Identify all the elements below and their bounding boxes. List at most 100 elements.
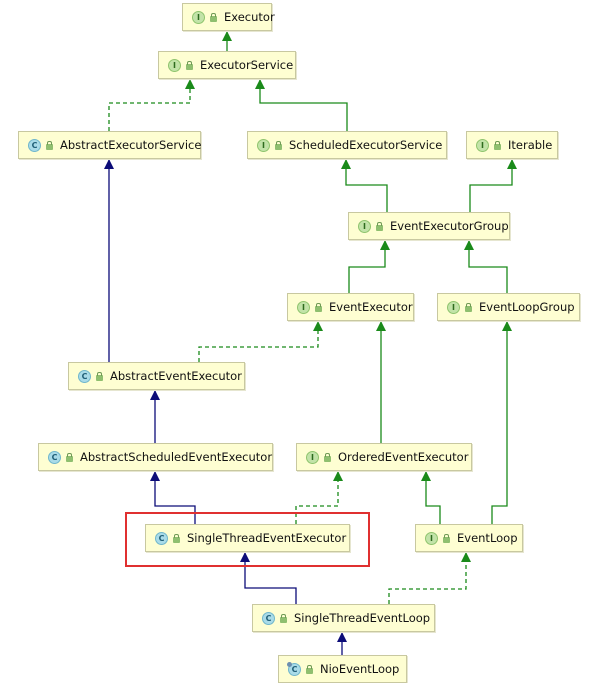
- lock-icon: [172, 533, 181, 543]
- edge-line: [425, 471, 441, 524]
- edge-single-thread-event-executor-to-ordered-event-executor: [295, 471, 343, 524]
- node-executor-service[interactable]: I ExecutorService: [158, 51, 296, 79]
- arrowhead-icon: [341, 159, 351, 169]
- lock-icon: [375, 221, 384, 231]
- lock-icon: [185, 60, 194, 70]
- class-icon: C: [48, 450, 61, 464]
- interface-icon: I: [168, 58, 181, 72]
- lock-icon: [493, 140, 502, 150]
- class-icon: C: [287, 661, 301, 676]
- edge-single-thread-event-loop-to-single-thread-event-executor: [240, 552, 297, 604]
- lock-icon: [442, 533, 451, 543]
- lock-icon: [323, 452, 332, 462]
- arrowhead-icon: [464, 240, 474, 250]
- arrowhead-icon: [150, 390, 160, 400]
- arrowhead-icon: [333, 471, 343, 481]
- lock-icon: [274, 140, 283, 150]
- interface-icon: I: [306, 450, 319, 464]
- edge-single-thread-event-executor-to-abstract-scheduled-event-executor: [150, 471, 196, 524]
- lock-icon: [279, 613, 288, 623]
- node-label: OrderedEventExecutor: [338, 450, 469, 464]
- interface-icon: I: [192, 10, 205, 24]
- interface-icon: I: [358, 219, 371, 233]
- node-single-thread-event-loop[interactable]: C SingleThreadEventLoop: [252, 604, 435, 632]
- node-label: SingleThreadEventLoop: [294, 611, 431, 625]
- edge-line: [198, 321, 319, 362]
- edge-line: [348, 240, 386, 293]
- lock-icon: [45, 140, 54, 150]
- edge-line: [491, 321, 508, 524]
- edge-scheduled-executor-service-to-executor-service: [255, 79, 348, 131]
- edge-abstract-scheduled-event-executor-to-abstract-event-executor: [150, 390, 160, 443]
- arrowhead-icon: [507, 159, 517, 169]
- lock-icon: [209, 12, 218, 22]
- node-abstract-scheduled-event-executor[interactable]: C AbstractScheduledEventExecutor: [38, 443, 273, 471]
- edge-line: [469, 159, 513, 212]
- node-abstract-executor-service[interactable]: C AbstractExecutorService: [18, 131, 201, 159]
- arrowhead-icon: [337, 632, 347, 642]
- edge-abstract-event-executor-to-event-executor: [198, 321, 323, 362]
- arrowhead-icon: [150, 471, 160, 481]
- interface-icon: I: [425, 531, 438, 545]
- class-icon: C: [78, 369, 91, 383]
- node-event-loop[interactable]: I EventLoop: [415, 524, 523, 552]
- node-scheduled-executor-service[interactable]: I ScheduledExecutorService: [247, 131, 447, 159]
- interface-icon: I: [257, 138, 270, 152]
- node-label: AbstractExecutorService: [60, 138, 202, 152]
- edge-line: [345, 159, 388, 212]
- node-single-thread-event-executor[interactable]: C SingleThreadEventExecutor: [145, 524, 350, 552]
- lock-icon: [305, 664, 314, 674]
- node-label: AbstractEventExecutor: [110, 369, 242, 383]
- lock-icon: [464, 302, 473, 312]
- edge-line: [468, 240, 508, 293]
- node-iterable[interactable]: I Iterable: [466, 131, 558, 159]
- edge-event-executor-group-to-scheduled-executor-service: [341, 159, 388, 212]
- node-nio-event-loop[interactable]: C NioEventLoop: [278, 655, 407, 683]
- lock-icon: [95, 371, 104, 381]
- node-event-executor-group[interactable]: I EventExecutorGroup: [348, 212, 510, 240]
- node-ordered-event-executor[interactable]: I OrderedEventExecutor: [296, 443, 472, 471]
- arrowhead-icon: [185, 79, 195, 89]
- edge-abstract-executor-service-to-executor-service: [108, 79, 195, 131]
- edge-line: [154, 471, 196, 524]
- highlight-box: [125, 512, 370, 567]
- interface-icon: I: [297, 300, 310, 314]
- edge-line: [244, 552, 297, 604]
- node-label: Executor: [224, 10, 275, 24]
- arrowhead-icon: [376, 321, 386, 331]
- node-event-loop-group[interactable]: I EventLoopGroup: [437, 293, 580, 321]
- edge-executor-service-to-executor: [222, 31, 232, 51]
- node-event-executor[interactable]: I EventExecutor: [287, 293, 414, 321]
- edge-single-thread-event-loop-to-event-loop: [388, 552, 471, 604]
- node-executor[interactable]: I Executor: [182, 3, 275, 31]
- arrowhead-icon: [421, 471, 431, 481]
- arrowhead-icon: [502, 321, 512, 331]
- node-label: EventExecutor: [329, 300, 413, 314]
- edge-event-executor-group-to-iterable: [469, 159, 517, 212]
- node-label: NioEventLoop: [320, 662, 400, 676]
- edge-event-executor-to-event-executor-group: [348, 240, 390, 293]
- arrowhead-icon: [255, 79, 265, 89]
- arrowhead-icon: [380, 240, 390, 250]
- edge-abstract-event-executor-to-abstract-executor-service: [104, 159, 114, 362]
- lock-icon: [65, 452, 74, 462]
- lock-icon: [314, 302, 323, 312]
- node-label: SingleThreadEventExecutor: [187, 531, 347, 545]
- interface-icon: I: [476, 138, 489, 152]
- class-icon: C: [262, 611, 275, 625]
- class-icon: C: [155, 531, 168, 545]
- edge-nio-event-loop-to-single-thread-event-loop: [337, 632, 347, 655]
- class-icon: C: [28, 138, 41, 152]
- edge-event-loop-to-event-loop-group: [491, 321, 512, 524]
- arrowhead-icon: [222, 31, 232, 41]
- node-abstract-event-executor[interactable]: C AbstractEventExecutor: [68, 362, 245, 390]
- node-label: EventExecutorGroup: [390, 219, 509, 233]
- node-label: Iterable: [508, 138, 553, 152]
- arrowhead-icon: [240, 552, 250, 562]
- node-label: EventLoopGroup: [479, 300, 575, 314]
- edge-line: [295, 471, 339, 524]
- edge-line: [259, 79, 348, 131]
- node-label: EventLoop: [457, 531, 518, 545]
- edge-line: [388, 552, 467, 604]
